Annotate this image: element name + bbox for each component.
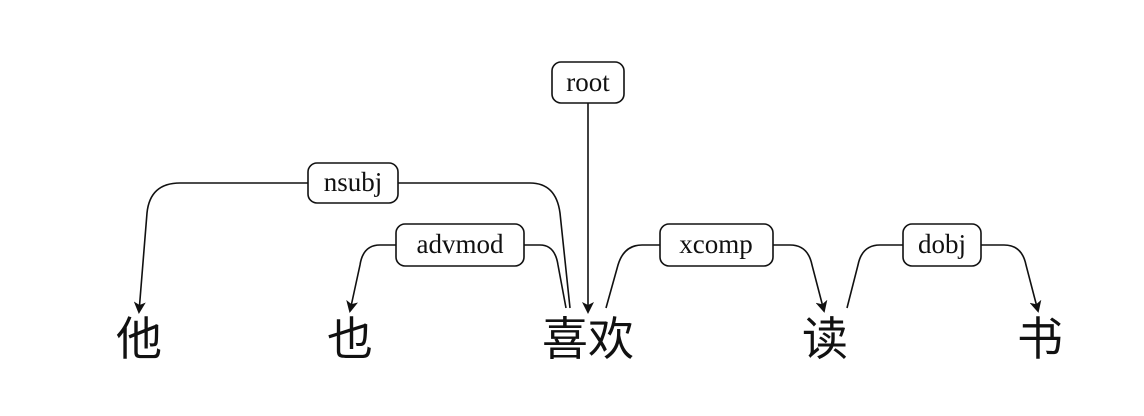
arc-xcomp [773, 244, 828, 313]
arc-advmod [346, 244, 396, 313]
word-du: 读 [802, 312, 848, 366]
arc-advmod-right [524, 244, 567, 309]
label-root: root [551, 61, 625, 104]
word-shu: 书 [1017, 312, 1063, 366]
arc-dobj [981, 244, 1042, 313]
label-root-text: root [566, 67, 610, 97]
label-advmod: advmod [395, 223, 525, 267]
arc-nsubj [133, 182, 308, 314]
arc-dobj-left [846, 244, 903, 309]
label-xcomp-text: xcomp [679, 229, 753, 259]
label-dobj-text: dobj [918, 229, 966, 259]
word-ye: 也 [327, 312, 373, 366]
label-nsubj-text: nsubj [324, 167, 383, 197]
word-ta: 他 [116, 312, 162, 366]
label-dobj: dobj [902, 223, 982, 267]
arc-nsubj-right [398, 182, 571, 309]
label-advmod-text: advmod [417, 229, 504, 259]
label-xcomp: xcomp [659, 223, 774, 267]
word-xihuan: 喜欢 [542, 312, 634, 366]
arc-xcomp-left [605, 244, 660, 309]
label-nsubj: nsubj [307, 162, 399, 204]
